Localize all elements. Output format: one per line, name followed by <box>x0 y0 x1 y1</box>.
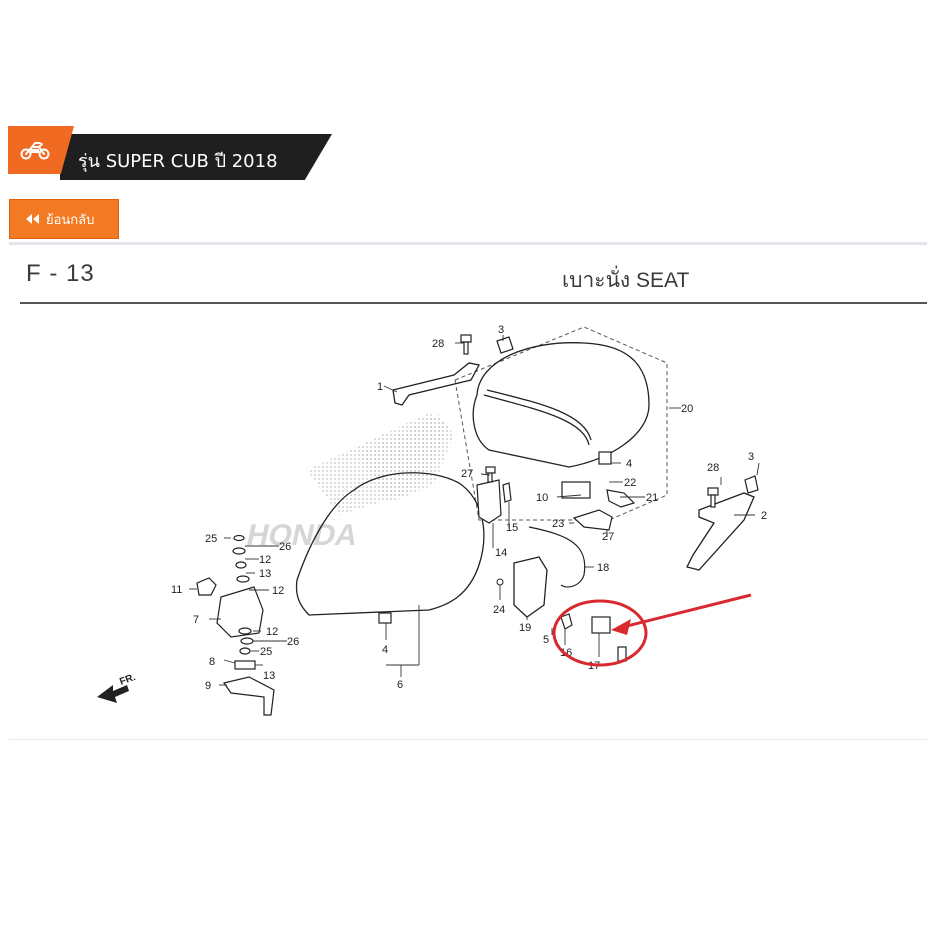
callout-label: 27 <box>461 468 473 480</box>
callout-label: 28 <box>707 462 719 474</box>
part-bracket-1 <box>392 362 480 406</box>
callout-label: 15 <box>506 522 518 534</box>
callout-label: 4 <box>382 644 388 656</box>
callout-label: 20 <box>681 403 693 415</box>
model-header: รุ่น SUPER CUB ปี 2018 <box>8 126 338 182</box>
callout-label: 26 <box>287 636 299 648</box>
parts-diagram-canvas: HONDA <box>97 324 767 716</box>
callout-label: 3 <box>748 451 754 463</box>
back-button-label: ย้อนกลับ <box>46 212 95 228</box>
callout-numbers: 1 2 3 3 4 4 5 6 7 8 9 10 11 12 12 12 13 … <box>171 324 767 692</box>
callout-label: 12 <box>272 585 284 597</box>
part-clip-4-bottom <box>378 612 392 624</box>
callout-label: 1 <box>377 381 383 393</box>
model-title: รุ่น SUPER CUB ปี 2018 <box>78 151 278 172</box>
part-hinge-14 <box>476 479 502 524</box>
part-bolt-27-left <box>485 466 496 483</box>
part-cap-3-right <box>744 475 759 494</box>
part-seat-lock <box>560 613 627 662</box>
part-rubber-10 <box>561 481 591 499</box>
double-chevron-left-icon <box>26 214 39 224</box>
callout-label: 18 <box>597 562 609 574</box>
divider <box>9 242 927 245</box>
callout-label: 21 <box>646 492 658 504</box>
direction-label: FR. <box>118 672 137 688</box>
part-screw-24 <box>496 578 504 586</box>
honda-wing-watermark <box>307 413 454 515</box>
callout-label: 11 <box>171 584 182 596</box>
assembly-box-20 <box>454 326 668 521</box>
part-bracket-23 <box>572 509 613 531</box>
leader-lines <box>189 335 760 686</box>
callout-label: 26 <box>279 541 291 553</box>
part-bolt-28-right <box>707 487 719 508</box>
callout-label: 12 <box>266 626 278 638</box>
callout-label: 3 <box>498 324 504 336</box>
callout-label: 22 <box>624 477 636 489</box>
diagram-code: F - 13 <box>26 260 95 287</box>
part-cap-3-top <box>496 336 514 354</box>
part-bolt-28-top <box>460 334 472 355</box>
honda-watermark-text: HONDA <box>244 519 361 552</box>
callout-label: 28 <box>432 338 444 350</box>
part-cable-18 <box>528 526 586 588</box>
callout-label: 10 <box>536 492 548 504</box>
part-hook-21 <box>606 489 636 508</box>
callout-label: 14 <box>495 547 507 559</box>
model-header-bar <box>60 134 332 180</box>
callout-label: 2 <box>761 510 767 522</box>
model-badge <box>8 126 74 174</box>
callout-label: 23 <box>552 518 564 530</box>
part-bracket-2 <box>686 492 755 571</box>
front-direction-arrow: FR. <box>97 672 137 703</box>
highlight-annotation <box>552 593 752 667</box>
parts-diagram: HONDA <box>9 245 927 740</box>
part-pin-15 <box>502 482 512 503</box>
diagram-header-rule <box>20 302 927 304</box>
callout-label: 5 <box>543 634 549 646</box>
callout-label: 12 <box>259 554 271 566</box>
part-clip-4-top <box>598 451 612 465</box>
callout-label: 8 <box>209 656 215 668</box>
motorcycle-icon <box>20 142 50 160</box>
callout-label: 7 <box>193 614 199 626</box>
part-latch-19 <box>513 556 548 618</box>
callout-label: 13 <box>259 568 271 580</box>
rear-seat <box>472 342 650 468</box>
main-seat <box>295 472 485 616</box>
diagram-title: เบาะนั่ง SEAT <box>562 269 690 292</box>
callout-label: 4 <box>626 458 632 470</box>
callout-label: 6 <box>397 679 403 691</box>
callout-label: 9 <box>205 680 211 692</box>
callout-label: 19 <box>519 622 531 634</box>
callout-label: 25 <box>205 533 217 545</box>
back-button[interactable]: ย้อนกลับ <box>9 199 119 239</box>
part-hinge-assembly-left <box>196 534 275 716</box>
callout-label: 25 <box>260 646 272 658</box>
callout-label: 27 <box>602 531 614 543</box>
callout-label: 24 <box>493 604 505 616</box>
callout-label: 13 <box>263 670 275 682</box>
